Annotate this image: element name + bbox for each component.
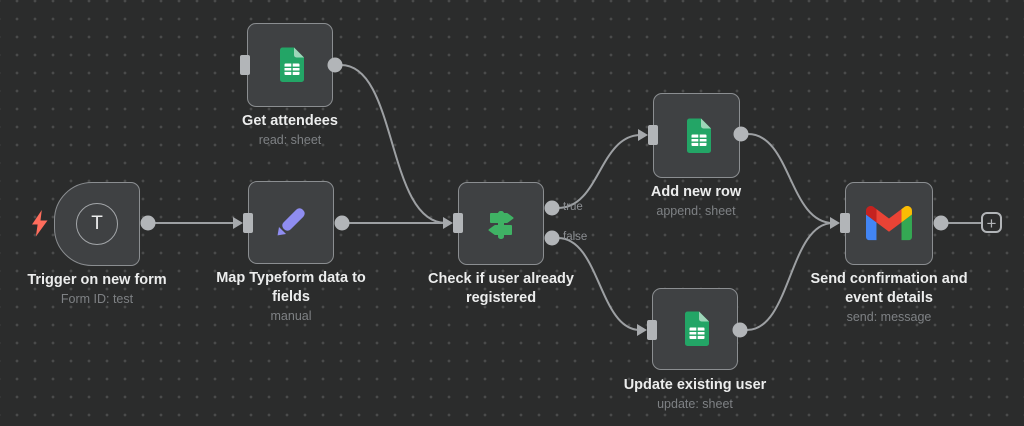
node-trigger-on-new-form[interactable]: T (54, 182, 140, 266)
node-get-attendees[interactable] (247, 23, 333, 107)
node-subtitle: manual (270, 309, 312, 323)
plus-icon: + (986, 214, 997, 233)
node-title: Map Typeform data to fields (216, 270, 366, 305)
trigger-bolt-icon (32, 210, 48, 237)
node-title: Trigger on new form (27, 272, 167, 288)
node-subtitle: send: message (846, 310, 932, 324)
branch-label-false: false (563, 231, 588, 243)
output-port-map[interactable] (334, 215, 350, 231)
gmail-icon (866, 206, 912, 241)
node-label-addrow: Add new row append: sheet (596, 183, 796, 220)
node-title: Check if user already registered (428, 271, 574, 306)
node-title: Update existing user (623, 377, 767, 393)
node-label-update: Update existing user update: sheet (595, 376, 795, 413)
output-port-gmail[interactable] (933, 215, 949, 231)
google-sheets-icon (686, 118, 711, 153)
node-update-existing-user[interactable] (652, 288, 738, 370)
edit-pencil-icon (277, 207, 305, 235)
node-map-typeform-data[interactable] (248, 181, 334, 264)
if-signpost-icon (488, 210, 514, 239)
node-title: Add new row (650, 184, 742, 200)
node-label-check: Check if user already registered (411, 270, 591, 308)
node-subtitle: read: sheet (258, 133, 322, 147)
typeform-trigger-icon: T (76, 203, 118, 245)
add-node-button[interactable]: + (981, 212, 1002, 233)
node-subtitle: Form ID: test (60, 292, 134, 306)
node-label-map: Map Typeform data to fields manual (206, 269, 376, 325)
node-label-gmail: Send confirmation and event details send… (794, 270, 984, 326)
node-subtitle: update: sheet (657, 397, 733, 411)
branch-label-true: true (563, 201, 583, 213)
node-title: Get attendees (242, 113, 338, 129)
node-check-if-registered[interactable] (458, 182, 544, 265)
output-port-check-true[interactable] (544, 200, 560, 216)
google-sheets-icon (685, 311, 709, 346)
node-label-get-attendees: Get attendees read: sheet (190, 112, 390, 149)
node-title: Send confirmation and event details (810, 271, 968, 306)
node-subtitle: append: sheet (656, 204, 736, 218)
node-add-new-row[interactable] (653, 93, 740, 178)
node-label-trigger: Trigger on new form Form ID: test (0, 271, 197, 308)
output-port-check-false[interactable] (544, 230, 560, 246)
output-port-trigger[interactable] (140, 215, 156, 231)
node-send-confirmation[interactable] (845, 182, 933, 265)
google-sheets-icon (280, 47, 304, 82)
typeform-letter: T (91, 213, 103, 234)
